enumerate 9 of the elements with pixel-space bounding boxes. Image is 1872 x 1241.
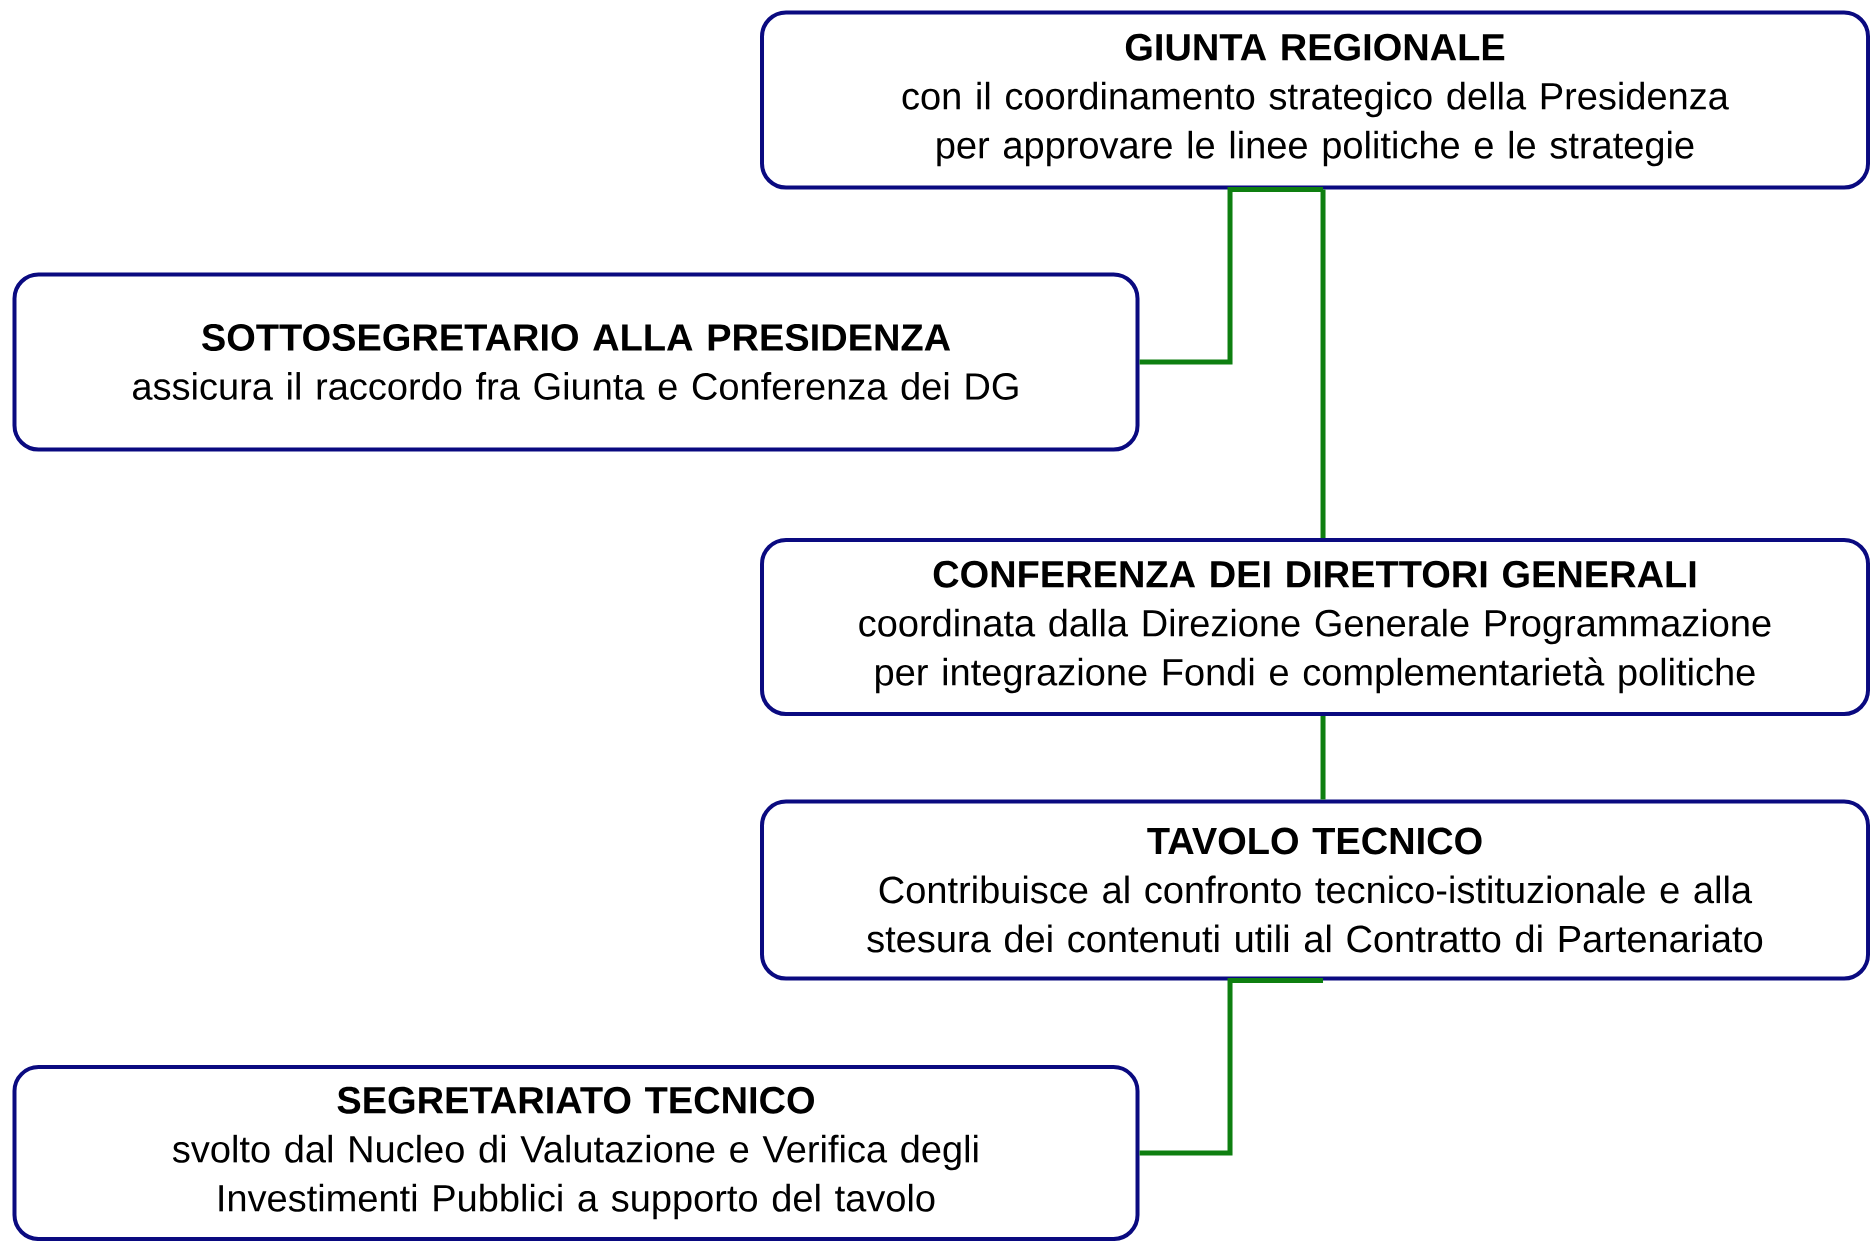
connector-line: [1320, 716, 1326, 800]
connector-line: [1139, 187, 1324, 365]
connector-line: [1139, 978, 1324, 1156]
org-box: TAVOLO TECNICO Contribuisce al confronto tecnico-istituzionale e alla stesura dei contenuti utili al Contratto di Partenariato: [760, 799, 1871, 981]
org-box: SOTTOSEGRETARIO ALLA PRESIDENZA assicura il raccordo fra Giunta e Conferenza dei DG: [12, 272, 1140, 452]
connector-line: [1320, 189, 1326, 538]
org-box: GIUNTA REGIONALE con il coordinamento strategico della Presidenza per approvare le linee politiche e le strategie: [760, 10, 1871, 190]
org-box: SEGRETARIATO TECNICO svolto dal Nucleo di Valutazione e Verifica degli Investimenti Pubblici a supporto del tavolo: [12, 1065, 1140, 1241]
org-box: CONFERENZA DEI DIRETTORI GENERALI coordinata dalla Direzione Generale Programmazione per integrazione Fondi e complementarietà politiche: [760, 538, 1871, 716]
